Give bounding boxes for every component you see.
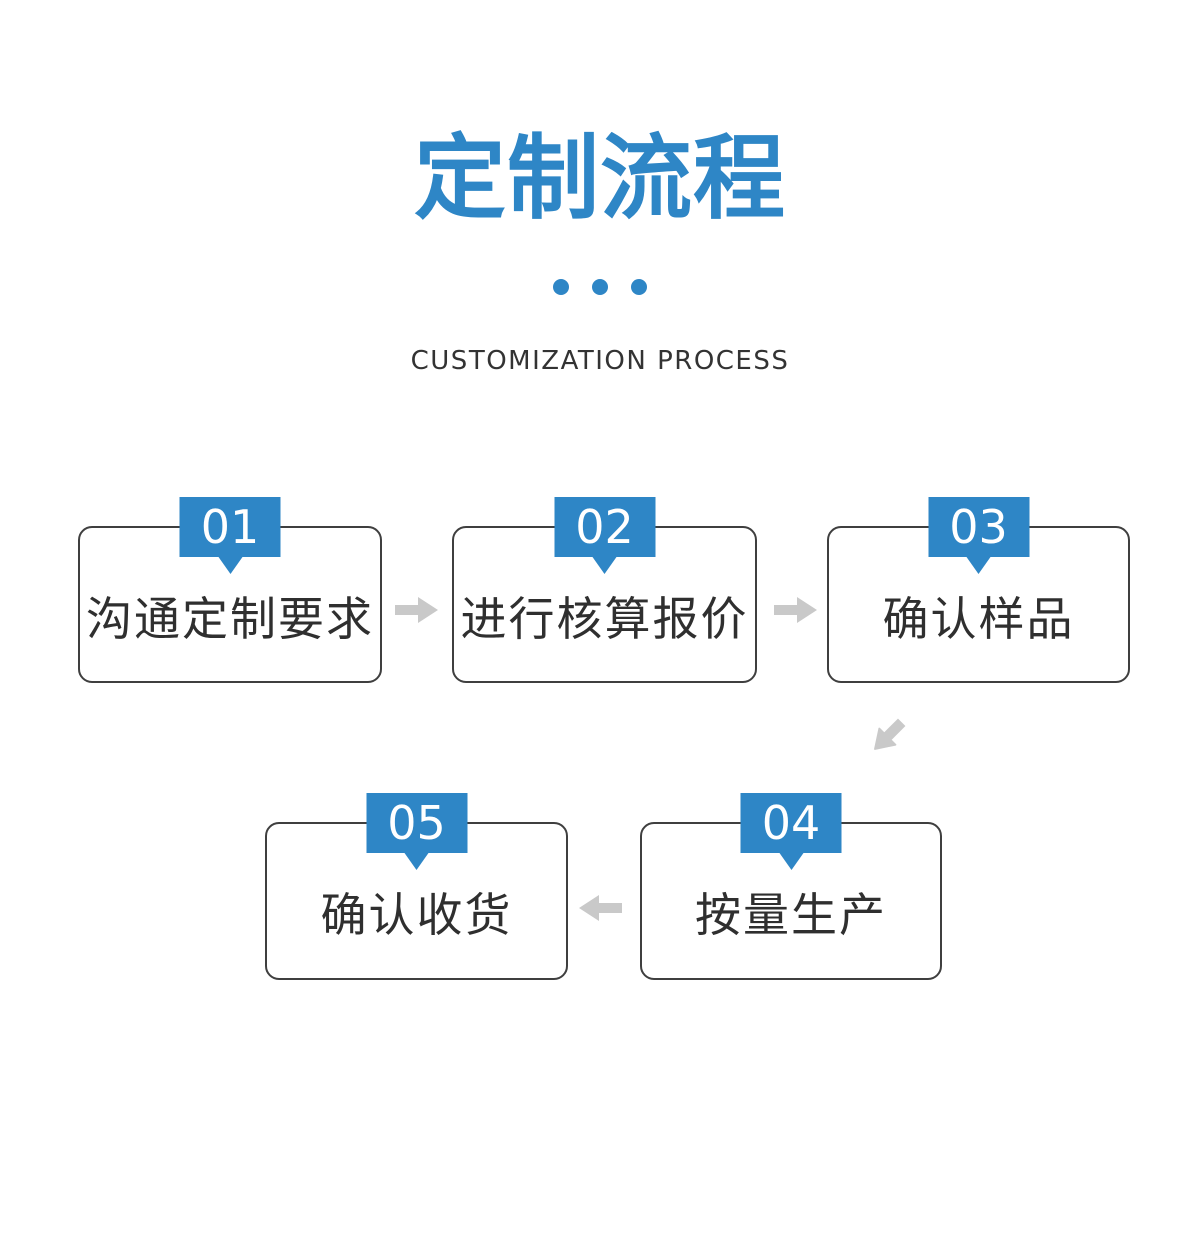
step-box-02: 02 进行核算报价 — [452, 497, 757, 683]
step-label: 确认收货 — [320, 888, 513, 942]
step-label: 进行核算报价 — [460, 591, 749, 646]
arrow-left-icon — [578, 893, 622, 923]
step-label: 沟通定制要求 — [86, 591, 374, 646]
dot-icon — [553, 279, 569, 295]
step-number-badge: 02 — [554, 497, 655, 557]
step-number: 02 — [575, 500, 634, 554]
page-subtitle: CUSTOMIZATION PROCESS — [410, 346, 790, 376]
step-number: 03 — [949, 500, 1008, 554]
title-divider-dots — [0, 279, 1200, 295]
step-number-badge: 01 — [179, 497, 281, 557]
arrow-right-icon — [774, 595, 818, 625]
step-box-05: 05 确认收货 — [265, 793, 568, 980]
step-number: 01 — [200, 500, 260, 554]
step-number-badge: 04 — [740, 793, 842, 853]
step-label: 确认样品 — [882, 591, 1075, 646]
arrow-right-icon — [395, 595, 439, 625]
page-title: 定制流程 — [413, 125, 786, 232]
arrow-down-left-icon — [865, 713, 911, 759]
step-number: 05 — [387, 796, 446, 850]
step-number: 04 — [761, 796, 821, 850]
step-number-badge: 03 — [928, 497, 1029, 557]
step-box-01: 01 沟通定制要求 — [78, 497, 382, 683]
step-label: 按量生产 — [695, 888, 887, 942]
dot-icon — [592, 279, 608, 295]
step-number-badge: 05 — [366, 793, 467, 853]
step-box-04: 04 按量生产 — [640, 793, 942, 980]
step-box-03: 03 确认样品 — [827, 497, 1130, 683]
dot-icon — [631, 279, 647, 295]
